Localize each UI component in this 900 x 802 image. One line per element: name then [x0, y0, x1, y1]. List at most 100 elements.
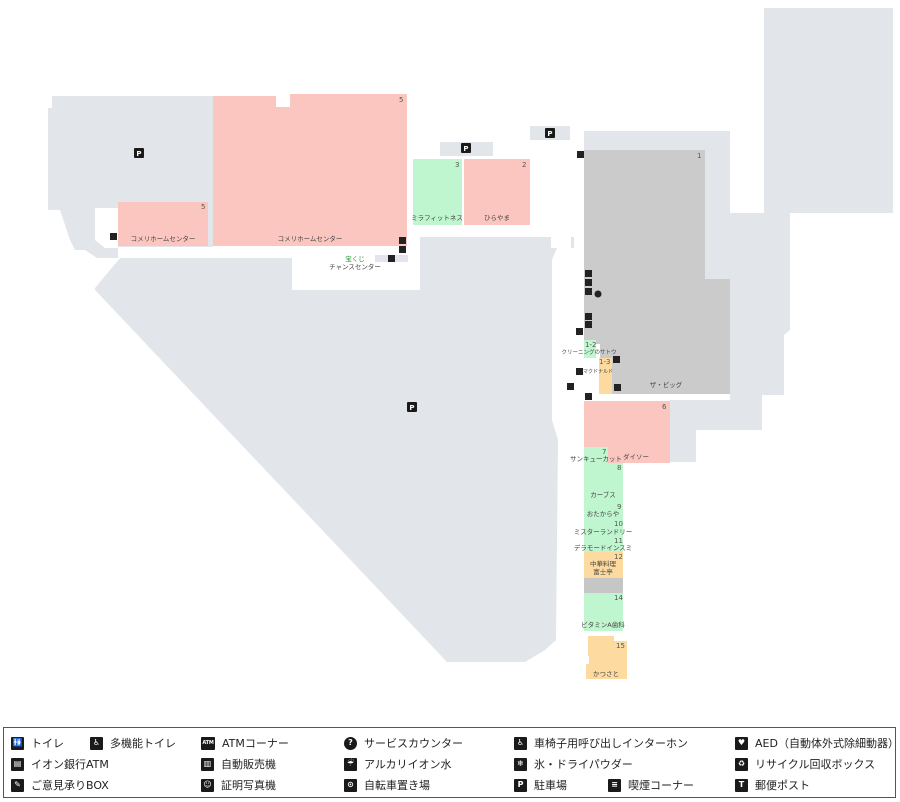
store-block-15[interactable]	[586, 636, 627, 679]
store-block-3[interactable]	[413, 159, 462, 225]
bicycle-parking-icon	[567, 383, 574, 390]
vending-machine-icon	[399, 246, 406, 253]
store-blocks	[118, 94, 730, 679]
id-photo-icon: ☺	[201, 778, 214, 792]
store-num-7: 7	[602, 448, 606, 456]
aeon-bank-atm-icon: ▤	[11, 757, 24, 771]
toilet-icon	[614, 384, 621, 391]
parking-icon: P	[134, 148, 144, 158]
store-name-9: おたからや	[587, 510, 620, 518]
legend-label: 証明写真機	[221, 779, 276, 792]
parking-icon: P	[545, 128, 555, 138]
legend-label: イオン銀行ATM	[31, 758, 109, 771]
store-block-2[interactable]	[464, 159, 530, 225]
store-num-12: 12	[614, 553, 623, 561]
store-num-15: 15	[616, 642, 625, 650]
parking-area-right	[764, 8, 893, 213]
store-name-2: ひらやま	[484, 214, 510, 222]
id-photo-icon	[388, 255, 395, 262]
store-name-5-small: コメリホームセンター	[131, 234, 196, 243]
parking-areas	[48, 8, 893, 662]
legend-label: 氷・ドライパウダー	[534, 758, 633, 771]
store-num-1-2: 1-2	[585, 341, 596, 349]
store-num-6: 6	[662, 403, 667, 411]
vending-machine-icon: ▥	[201, 757, 214, 771]
store-name-5-large: コメリホームセンター	[278, 234, 343, 243]
legend-item-service-counter: ? サービスカウンター	[344, 735, 463, 751]
store-block-12[interactable]	[584, 552, 623, 578]
store-block-10[interactable]	[584, 520, 623, 536]
map-legend: 🚻 トイレ ♿ 多機能トイレ ATM ATMコーナー ? サービスカウンター ♿…	[3, 727, 899, 798]
recycle-box-icon	[577, 151, 584, 158]
store-name-10: ミスターランドリー	[574, 527, 633, 536]
legend-item-accessible-toilet: ♿ 多機能トイレ	[90, 735, 176, 751]
store-num-3: 3	[455, 161, 459, 169]
id-photo-icon	[585, 393, 592, 400]
store-name-12-line2: 富士亭	[593, 567, 613, 576]
store-name-7: サンキューカット	[570, 455, 622, 463]
svg-text:P: P	[136, 150, 141, 158]
service-counter-icon	[594, 290, 602, 298]
store-block-1-2[interactable]	[584, 340, 596, 358]
store-name-15: かつさと	[593, 670, 619, 678]
store-num-2: 2	[522, 161, 526, 169]
store-name-1-3: マクドナルド	[583, 369, 613, 375]
atm-corner-icon	[585, 321, 592, 328]
store-block-7[interactable]	[584, 447, 608, 463]
store-name-6: ダイソー	[623, 452, 649, 461]
alkaline-water-icon: ☔	[344, 757, 357, 771]
svg-text:P: P	[547, 130, 552, 138]
store-block-8[interactable]	[584, 463, 623, 504]
legend-label: 自動販売機	[221, 758, 276, 771]
legend-label: ご意見承りBOX	[31, 779, 109, 792]
legend-item-id-photo: ☺ 証明写真機	[201, 777, 276, 793]
ice-dry-powder-icon: ❄	[514, 757, 527, 771]
chance-center-label: チャンスセンター	[329, 262, 381, 271]
store-block-5-large[interactable]	[213, 94, 407, 246]
store-block-5-small[interactable]	[118, 202, 208, 246]
legend-item-aeon-bank-atm: ▤ イオン銀行ATM	[11, 756, 109, 772]
store-num-5-large: 5	[399, 96, 403, 104]
smoking-area-icon	[576, 368, 583, 375]
smoking-area-icon: ≡	[608, 778, 621, 792]
legend-label: サービスカウンター	[364, 737, 463, 750]
aed-icon: ♥	[735, 736, 748, 750]
store-name-3: ミラフィットネス	[411, 214, 463, 222]
facility-icons	[110, 151, 621, 400]
postbox-icon: T	[735, 778, 748, 792]
floor-map: 1 ザ・ビッグ 2 ひらやま 3 ミラフィットネス 5 コメリホームセンター 5…	[48, 8, 893, 679]
legend-label: リサイクル回収ボックス	[755, 758, 876, 771]
atm-corner-icon	[585, 270, 592, 277]
toilet-icon: 🚻	[11, 736, 24, 750]
legend-label: 郵便ポスト	[755, 779, 810, 792]
store-block-1-3[interactable]	[599, 358, 612, 394]
alkaline-water-icon	[585, 279, 592, 286]
legend-item-toilet: 🚻 トイレ	[11, 735, 64, 751]
aeon-bank-atm-icon	[585, 313, 592, 320]
accessible-toilet-icon: ♿	[90, 736, 103, 750]
legend-label: ATMコーナー	[222, 737, 289, 750]
store-block-11[interactable]	[584, 536, 623, 552]
store-block-9[interactable]	[584, 504, 623, 520]
legend-label: アルカリイオン水	[364, 758, 452, 771]
svg-text:P: P	[409, 404, 414, 412]
bicycle-parking-icon: ⊙	[344, 778, 357, 792]
legend-item-atm-corner: ATM ATMコーナー	[201, 735, 289, 751]
store-name-14: ビタミンA歯科	[581, 620, 625, 629]
service-counter-icon: ?	[344, 736, 357, 750]
parking-markers: P P P P	[134, 128, 555, 412]
legend-label: 喫煙コーナー	[628, 779, 694, 792]
legend-item-parking: P 駐車場	[514, 777, 567, 793]
bicycle-parking-icon	[110, 233, 117, 240]
store-block-14[interactable]	[584, 593, 623, 631]
takarakuji-label: 宝くじ	[345, 254, 365, 263]
legend-item-ice-dry-powder: ❄ 氷・ドライパウダー	[514, 756, 633, 772]
legend-item-bicycle-parking: ⊙ 自転車置き場	[344, 777, 430, 793]
store-block-1[interactable]	[584, 150, 730, 394]
store-num-9: 9	[617, 503, 621, 511]
atm-corner-icon: ATM	[201, 736, 215, 750]
parking-icon: P	[407, 402, 417, 412]
recycle-box-icon: ♻	[735, 757, 748, 771]
legend-item-wheelchair-intercom: ♿ 車椅子用呼び出しインターホン	[514, 735, 688, 751]
store-num-5-small: 5	[201, 203, 205, 211]
